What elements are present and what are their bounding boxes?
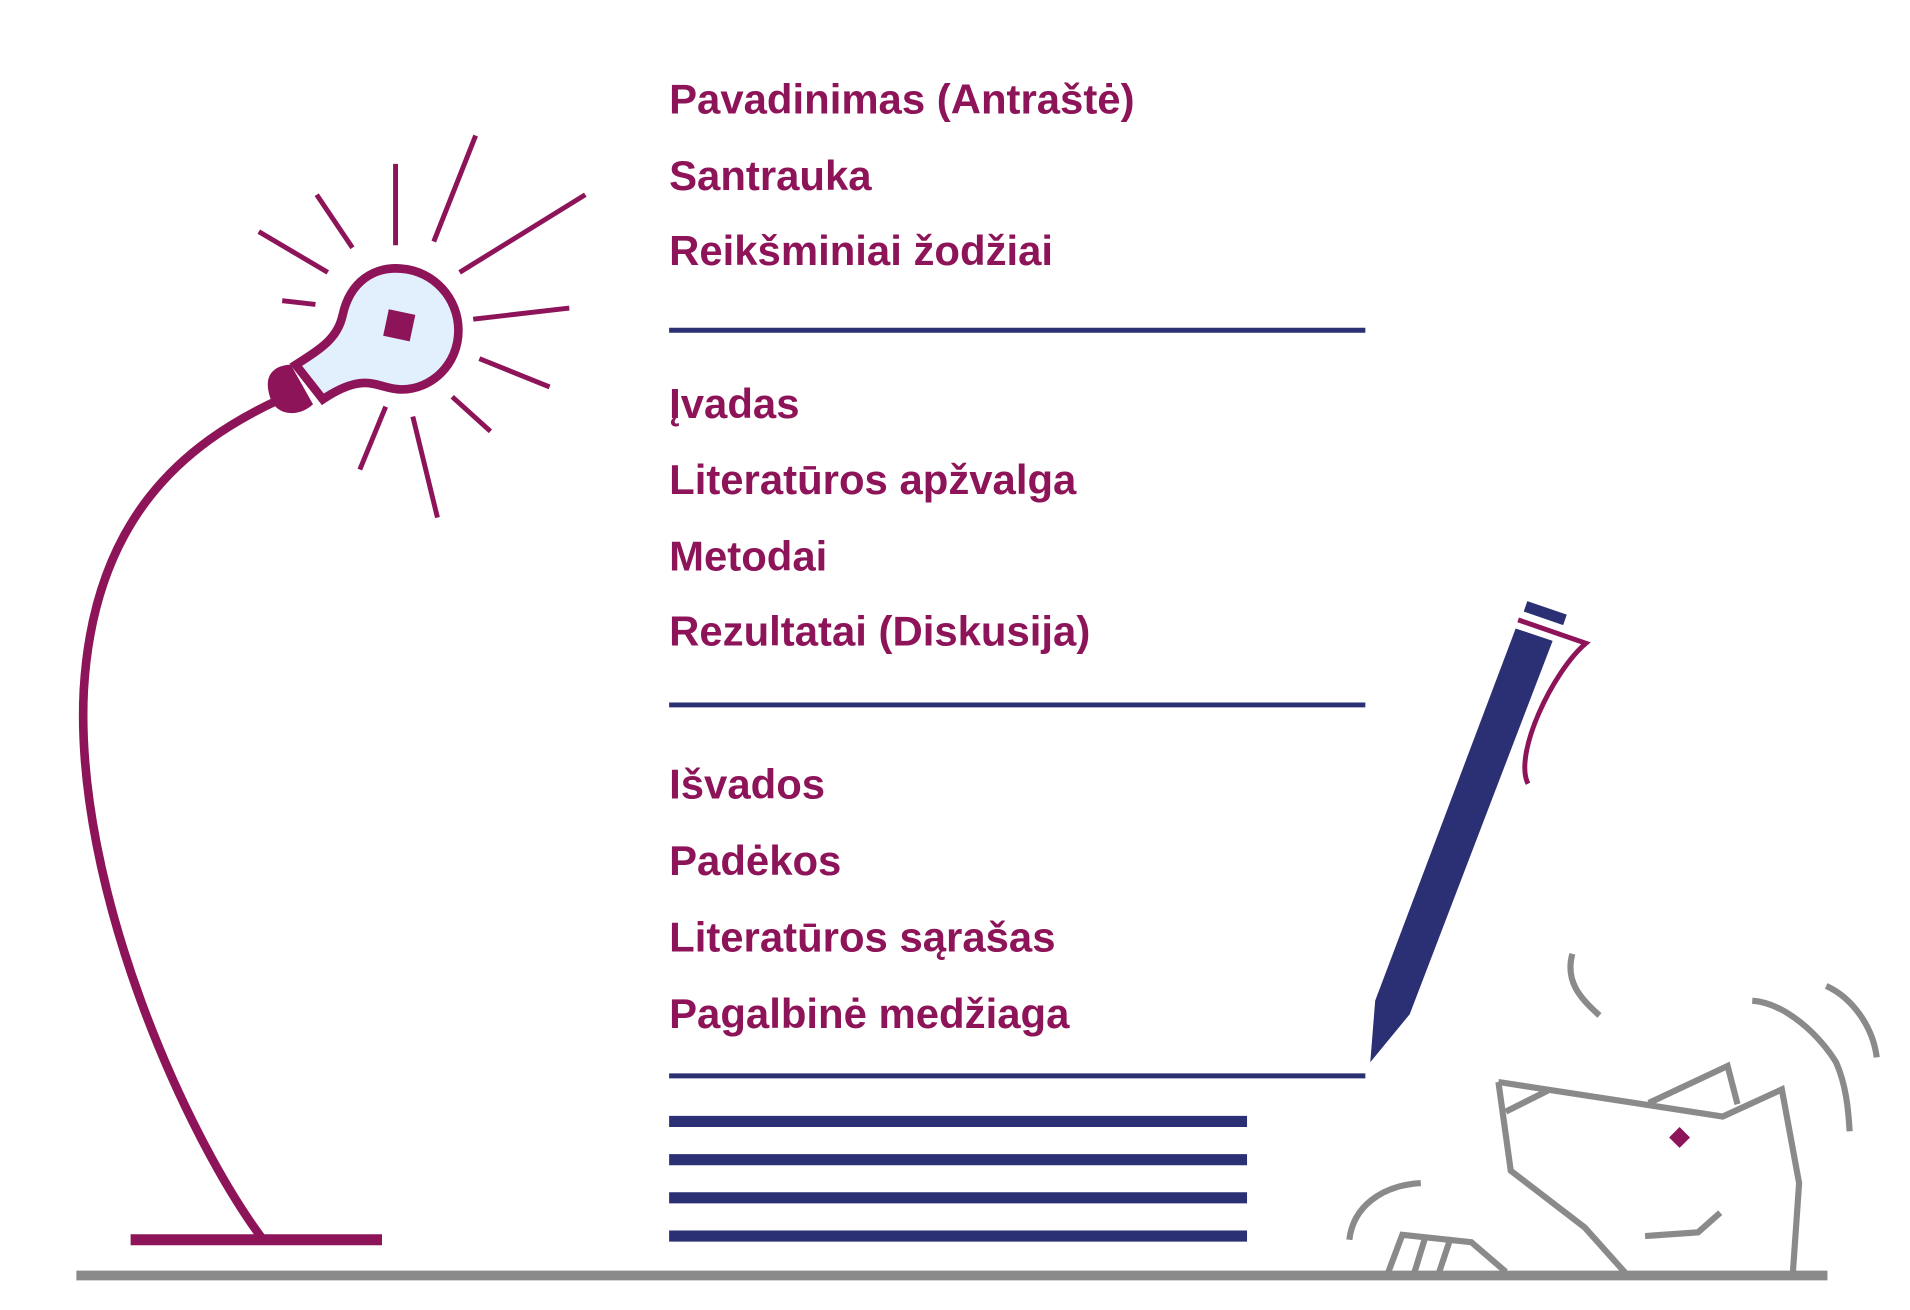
section-item: Išvados bbox=[669, 761, 825, 808]
section-item: Literatūros apžvalga bbox=[669, 456, 1077, 503]
section-item: Įvadas bbox=[669, 380, 799, 427]
section-item: Pavadinimas (Antraštė) bbox=[669, 75, 1134, 122]
section-item: Pagalbinė medžiaga bbox=[669, 990, 1070, 1037]
dividers bbox=[669, 327, 1366, 1242]
light-bulb-icon bbox=[257, 134, 587, 519]
section-item: Literatūros sąrašas bbox=[669, 913, 1055, 960]
section-list: Pavadinimas (Antraštė) Santrauka Reikšmi… bbox=[669, 75, 1134, 1036]
section-item: Santrauka bbox=[669, 152, 872, 199]
section-item: Reikšminiai žodžiai bbox=[669, 227, 1053, 274]
section-item: Padėkos bbox=[669, 837, 841, 884]
section-item: Metodai bbox=[669, 533, 827, 580]
thinking-face-icon bbox=[1346, 953, 1880, 1277]
pen-icon bbox=[1370, 601, 1591, 1063]
desk-lamp-icon bbox=[78, 364, 382, 1246]
section-item: Rezultatai (Diskusija) bbox=[669, 608, 1090, 655]
